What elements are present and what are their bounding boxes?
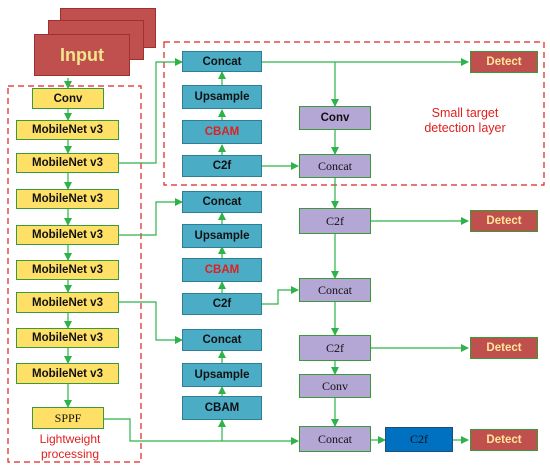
head-c2f-blue: C2f <box>385 427 453 452</box>
backbone-conv: Conv <box>32 88 104 109</box>
neck-c2f-2: C2f <box>182 293 262 315</box>
head-conv-top: Conv <box>299 106 371 130</box>
head-concat-a: Concat <box>299 154 371 178</box>
backbone-mobilenet-6: MobileNet v3 <box>16 292 119 313</box>
small-target-caption: Small target detection layer <box>400 106 530 136</box>
neck-upsample-3: Upsample <box>182 363 262 387</box>
lightweight-caption: Lightweight processing <box>20 432 120 462</box>
neck-cbam-3: CBAM <box>182 396 262 420</box>
head-conv-b: Conv <box>299 374 371 398</box>
neck-cbam-1: CBAM <box>182 120 262 144</box>
small-target-caption-line2: detection layer <box>424 121 506 135</box>
backbone-frame <box>7 85 142 463</box>
input-block: Input <box>34 34 130 76</box>
detect-3: Detect <box>470 337 538 359</box>
backbone-mobilenet-5: MobileNet v3 <box>16 260 119 280</box>
head-concat-b: Concat <box>299 278 371 302</box>
neck-concat-3: Concat <box>182 329 262 351</box>
input-label: Input <box>60 44 104 65</box>
neck-cbam-2: CBAM <box>182 258 262 282</box>
backbone-mobilenet-3: MobileNet v3 <box>16 189 119 209</box>
backbone-mobilenet-7: MobileNet v3 <box>16 328 119 348</box>
neck-upsample-1: Upsample <box>182 85 262 109</box>
small-target-caption-line1: Small target <box>431 106 499 120</box>
neck-c2f-1: C2f <box>182 155 262 177</box>
head-concat-c: Concat <box>299 426 371 452</box>
backbone-mobilenet-4: MobileNet v3 <box>16 225 119 245</box>
detect-2: Detect <box>470 210 538 232</box>
backbone-mobilenet-8: MobileNet v3 <box>16 363 119 384</box>
detect-1: Detect <box>470 51 538 73</box>
backbone-mobilenet-1: MobileNet v3 <box>16 120 119 140</box>
detect-4: Detect <box>470 429 538 451</box>
head-c2f-b: C2f <box>299 335 371 361</box>
small-target-frame <box>163 41 545 186</box>
neck-concat-2: Concat <box>182 191 262 213</box>
neck-upsample-2: Upsample <box>182 224 262 248</box>
backbone-mobilenet-2: MobileNet v3 <box>16 153 119 173</box>
neck-concat-top: Concat <box>182 51 262 72</box>
backbone-sppf: SPPF <box>32 407 104 429</box>
lightweight-caption-line2: processing <box>40 447 100 461</box>
head-c2f-a: C2f <box>299 208 371 234</box>
lightweight-caption-line1: Lightweight <box>39 432 101 446</box>
